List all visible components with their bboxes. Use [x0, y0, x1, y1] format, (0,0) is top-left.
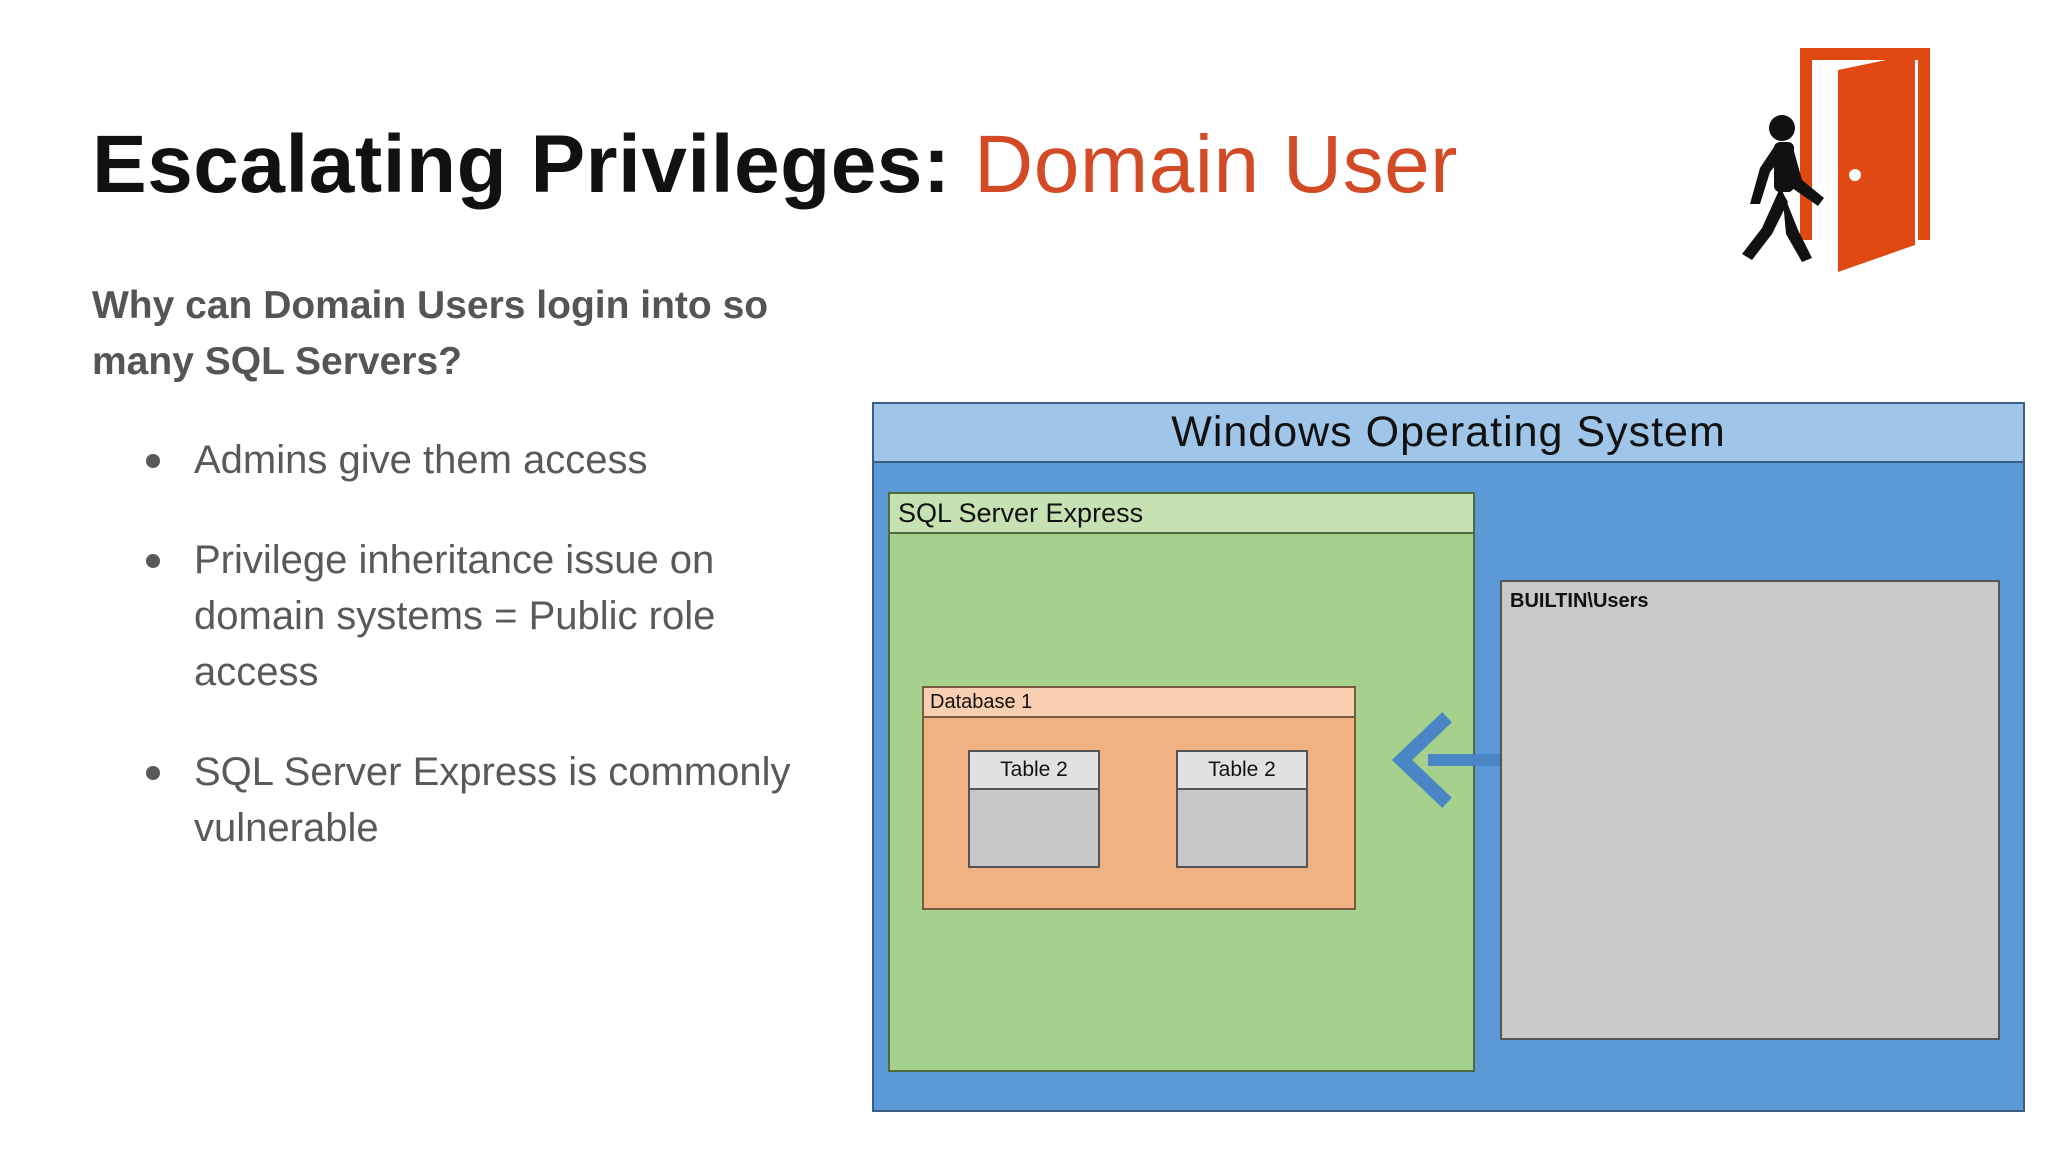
bullet-item: Privilege inheritance issue on domain sy… — [140, 532, 840, 700]
bullet-text: Privilege inheritance issue on domain sy… — [194, 538, 716, 694]
title-accent: Domain User — [974, 119, 1458, 210]
sql-server-express-label: SQL Server Express — [890, 494, 1473, 534]
exit-door-icon — [1742, 48, 1930, 272]
builtin-users-label: BUILTIN\Users — [1510, 590, 1649, 612]
sql-server-express-box: SQL Server Express Database 1 Table 2 Ta… — [888, 492, 1475, 1072]
left-arrow-icon — [1391, 712, 1508, 808]
database-box: Database 1 Table 2 Table 2 — [922, 686, 1356, 910]
table-box: Table 2 — [1176, 750, 1308, 868]
question-text: Why can Domain Users login into so many … — [92, 284, 769, 383]
bullet-item: SQL Server Express is commonly vulnerabl… — [140, 744, 840, 856]
table-label: Table 2 — [1178, 752, 1306, 790]
bullet-list: Admins give them access Privilege inheri… — [140, 432, 840, 900]
database-label: Database 1 — [924, 688, 1354, 718]
builtin-users-box: BUILTIN\Users — [1500, 580, 2000, 1040]
bullet-dot-icon — [146, 554, 160, 568]
bullet-dot-icon — [146, 454, 160, 468]
bullet-text: Admins give them access — [194, 438, 648, 482]
table-box: Table 2 — [968, 750, 1100, 868]
windows-os-box: Windows Operating System SQL Server Expr… — [872, 402, 2025, 1112]
bullet-text: SQL Server Express is commonly vulnerabl… — [194, 750, 791, 850]
title-main: Escalating Privileges: — [92, 119, 951, 210]
table-label: Table 2 — [970, 752, 1098, 790]
bullet-item: Admins give them access — [140, 432, 840, 488]
bullet-dot-icon — [146, 766, 160, 780]
page-title: Escalating Privileges: Domain User — [92, 118, 1458, 212]
windows-os-label: Windows Operating System — [874, 404, 2023, 463]
